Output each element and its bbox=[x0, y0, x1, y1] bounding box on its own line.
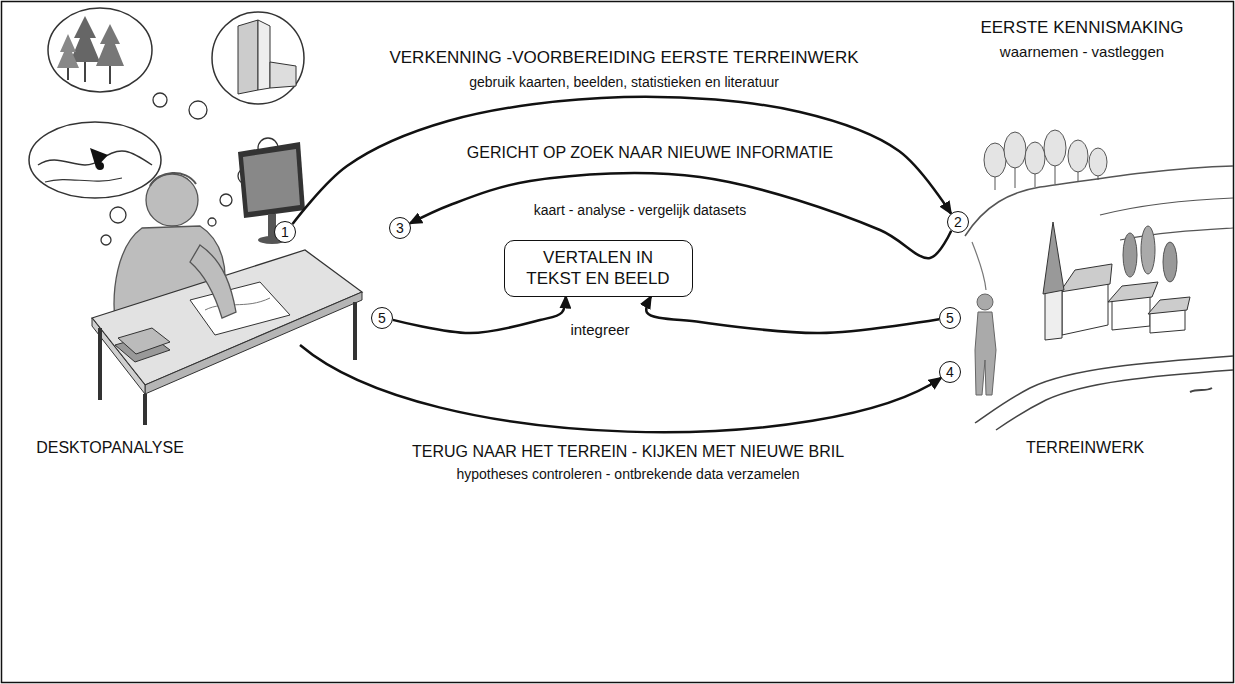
thought-bubbles bbox=[45, 178, 122, 182]
step-digit: 4 bbox=[946, 365, 954, 379]
section-title: TERREINWERK bbox=[1026, 438, 1144, 457]
flow-arrow bbox=[393, 297, 566, 334]
thought-bubbles bbox=[220, 194, 232, 206]
thought-bubbles bbox=[96, 24, 124, 66]
thought-bubbles bbox=[110, 207, 126, 223]
landscape bbox=[965, 166, 1233, 236]
landscape bbox=[1148, 297, 1190, 314]
landscape bbox=[1089, 148, 1107, 176]
step-number: 1 bbox=[274, 221, 296, 243]
desk-worker bbox=[118, 328, 170, 354]
flow-arrow bbox=[293, 97, 951, 224]
connectors bbox=[293, 97, 952, 333]
landscape bbox=[1120, 228, 1233, 240]
landscape bbox=[977, 294, 993, 310]
landscape bbox=[1100, 198, 1233, 215]
return-arrow bbox=[300, 345, 941, 432]
landscape bbox=[1025, 142, 1045, 174]
landscape bbox=[1045, 288, 1062, 340]
section-subheading: waarnemen - vastleggen bbox=[1000, 43, 1164, 61]
desk-worker bbox=[205, 298, 270, 310]
landscape bbox=[1190, 388, 1212, 392]
landscape bbox=[975, 356, 1233, 423]
landscape bbox=[972, 242, 986, 290]
step-digit: 5 bbox=[378, 311, 386, 325]
step-number: 5 bbox=[939, 307, 961, 329]
box-text: VERTALEN IN TEKST EN BEELD bbox=[521, 247, 676, 290]
desk-worker bbox=[92, 142, 362, 425]
arrow-sublabel: gebruik kaarten, beelden, statistieken e… bbox=[469, 74, 779, 91]
step-digit: 5 bbox=[946, 311, 954, 325]
landscape bbox=[1043, 222, 1064, 294]
step-digit: 1 bbox=[281, 225, 289, 239]
landscape bbox=[1044, 130, 1066, 166]
step-digit: 3 bbox=[396, 221, 404, 235]
thought-bubbles bbox=[153, 93, 167, 107]
thought-bubbles bbox=[96, 162, 104, 170]
process-box: VERTALEN IN TEKST EN BEELD bbox=[504, 240, 693, 297]
arrow-sublabel: kaart - analyse - vergelijk datasets bbox=[534, 202, 746, 219]
desk-worker bbox=[143, 394, 147, 425]
desk-worker bbox=[150, 173, 196, 186]
desk-worker bbox=[238, 142, 305, 218]
desk-worker bbox=[190, 245, 236, 318]
thought-bubbles bbox=[57, 34, 79, 68]
landscape bbox=[1123, 233, 1137, 277]
step-number: 5 bbox=[371, 307, 393, 329]
desk-worker bbox=[98, 328, 102, 400]
thought-bubbles bbox=[29, 122, 161, 198]
step-digit: 2 bbox=[954, 215, 962, 229]
merge-label: integreer bbox=[570, 321, 629, 339]
thought-bubbles bbox=[208, 218, 216, 226]
step-number: 4 bbox=[939, 361, 961, 383]
thought-bubbles bbox=[212, 12, 304, 104]
thought-bubbles bbox=[101, 235, 111, 245]
desk-worker bbox=[190, 282, 290, 335]
thought-bubbles bbox=[29, 8, 304, 245]
arrow-label: VERKENNING -VOORBEREIDING EERSTE TERREIN… bbox=[389, 48, 858, 68]
thought-bubbles bbox=[70, 16, 100, 62]
thought-bubbles bbox=[189, 101, 207, 119]
flow-arrow bbox=[646, 297, 939, 334]
landscape bbox=[984, 143, 1006, 177]
landscape bbox=[965, 130, 1233, 430]
thought-bubbles bbox=[109, 66, 111, 84]
step-number: 3 bbox=[389, 217, 411, 239]
landscape bbox=[1108, 282, 1158, 302]
landscape bbox=[1004, 132, 1026, 168]
step-number: 2 bbox=[947, 211, 969, 233]
landscape bbox=[1068, 140, 1088, 172]
arrow-label: TERUG NAAR HET TERREIN - KIJKEN MET NIEU… bbox=[412, 442, 844, 461]
landscape bbox=[996, 370, 1233, 430]
thought-bubbles bbox=[270, 62, 296, 88]
arrow-label: GERICHT OP ZOEK NAAR NIEUWE INFORMATIE bbox=[467, 143, 833, 162]
desk-worker bbox=[243, 149, 300, 212]
landscape bbox=[975, 312, 996, 395]
landscape bbox=[1060, 264, 1112, 292]
thought-bubbles bbox=[258, 20, 270, 90]
arrow-sublabel: hypotheses controleren - ontbrekende dat… bbox=[456, 466, 799, 483]
thought-bubbles bbox=[48, 8, 152, 92]
landscape bbox=[1163, 242, 1177, 282]
thought-bubbles bbox=[67, 68, 69, 80]
landscape bbox=[1141, 226, 1155, 274]
thought-bubbles bbox=[84, 62, 86, 82]
section-title: DESKTOPANALYSE bbox=[36, 438, 184, 457]
thought-bubbles bbox=[238, 20, 258, 94]
section-heading: EERSTE KENNISMAKING bbox=[980, 18, 1183, 38]
desk-worker bbox=[353, 302, 357, 360]
